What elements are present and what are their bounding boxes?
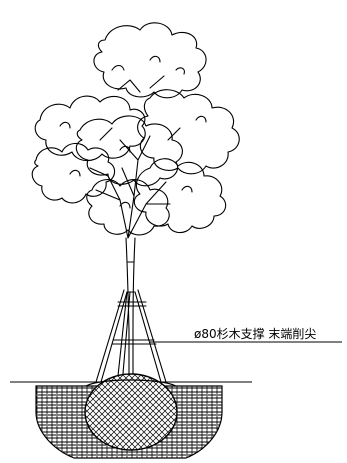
- stake-annotation: ø80杉木支撑 末端削尖: [150, 326, 342, 343]
- support-stakes: [95, 289, 167, 386]
- root-ball: [84, 373, 178, 451]
- tree-crown: [31, 22, 240, 239]
- tree-trunk: [125, 237, 136, 383]
- root-ball-cap: [85, 379, 177, 387]
- stake-note-text: ø80杉木支撑 末端削尖: [194, 326, 316, 341]
